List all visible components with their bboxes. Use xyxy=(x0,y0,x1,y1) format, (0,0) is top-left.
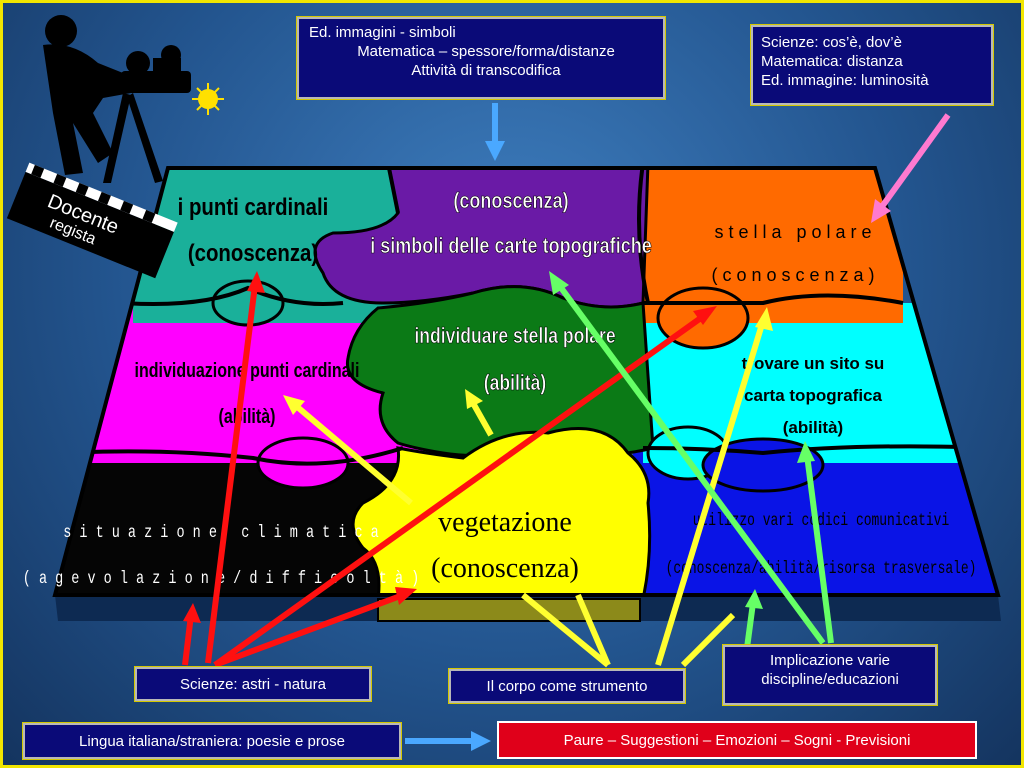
green-text-1: individuare stella polare xyxy=(414,324,615,348)
arrow-blue-bottom-head xyxy=(471,731,491,751)
top-center-line-1: Ed. immagini - simboli xyxy=(309,24,456,41)
arrow-green-1-head xyxy=(549,271,569,295)
black-text-1: s i t u a z i o n e c l i m a t i c a xyxy=(63,522,379,542)
top-center-box: Ed. immagini - simboli Matematica – spes… xyxy=(296,16,666,100)
board-olive-edge xyxy=(377,598,641,622)
arrow-yellow-2-head xyxy=(465,389,483,409)
top-right-line-3: Ed. immagine: luminosità xyxy=(761,72,929,89)
arrow-yellow-6 xyxy=(680,612,736,668)
board-outline xyxy=(52,166,1001,597)
arrow-yellow-4 xyxy=(575,593,611,667)
arrow-green-3-head xyxy=(745,589,763,609)
teal-text-2: (conoscenza) xyxy=(188,239,318,266)
top-center-line-3: Attività di transcodifica xyxy=(411,62,561,79)
director-camera-icon xyxy=(43,15,191,183)
piece-borders xyxy=(62,168,994,466)
arrow-red-4-head xyxy=(693,306,717,325)
implicazione-box: Implicazione varie discipline/educazioni xyxy=(722,644,938,706)
orange-text-1: s t e l l a p o l a r e xyxy=(714,222,871,242)
cyan-text-2: carta topografica xyxy=(744,386,882,405)
arrow-red-2-head xyxy=(183,603,201,623)
arrow-red-2 xyxy=(182,614,194,666)
paure-box: Paure – Suggestioni – Emozioni – Sogni -… xyxy=(497,721,977,759)
green-text-2: (abilità) xyxy=(484,371,547,395)
magenta-text-2: (abilità) xyxy=(219,405,276,427)
diagram-canvas: Docente regista i punti cardinali (conos… xyxy=(6,15,1001,751)
arrow-green-1 xyxy=(556,283,826,645)
scienze-box: Scienze: astri - natura xyxy=(134,666,372,702)
implicazione-line-1: Implicazione varie xyxy=(769,652,891,669)
arrow-red-1-head xyxy=(247,271,265,293)
arrow-yellow-2 xyxy=(470,401,494,437)
connector-arrows xyxy=(182,103,951,751)
arrow-green-2-head xyxy=(797,441,815,463)
arrow-blue-top-head xyxy=(485,141,505,161)
arrow-pink xyxy=(878,113,951,210)
lingua-box: Lingua italiana/straniera: poesie e pros… xyxy=(22,722,402,760)
blue-text-1: utilizzo vari codici comunicativi xyxy=(693,510,949,531)
orange-text-2: ( c o n o s c e n z a ) xyxy=(711,265,874,285)
arrow-yellow-5-head xyxy=(755,307,773,331)
arrow-red-3-head xyxy=(395,587,417,605)
top-right-box: Scienze: cos’è, dov’è Matematica: distan… xyxy=(750,24,994,106)
arrow-red-3 xyxy=(213,592,405,668)
corpo-box: Il corpo come strumento xyxy=(448,668,686,704)
arrow-yellow-1 xyxy=(293,402,413,506)
top-right-line-2: Matematica: distanza xyxy=(761,53,903,70)
clapperboard: Docente regista xyxy=(6,162,178,279)
top-center-line-2: Matematica – spessore/forma/distanze xyxy=(357,43,615,60)
cyan-text-1: trovare un sito su xyxy=(742,354,885,373)
cyan-text-3: (abilità) xyxy=(783,418,843,437)
corpo-label: Il corpo come strumento xyxy=(486,678,648,695)
purple-text-1: (conoscenza) xyxy=(453,189,568,213)
implicazione-line-2: discipline/educazioni xyxy=(761,671,899,688)
sun-light-icon xyxy=(192,83,224,115)
piece-yellow xyxy=(351,427,652,595)
arrow-green-2 xyxy=(804,454,834,644)
arrow-pink-head xyxy=(871,199,891,223)
arrow-yellow-3 xyxy=(521,592,610,668)
arrow-red-1 xyxy=(205,284,258,664)
scienze-label: Scienze: astri - natura xyxy=(180,676,326,693)
arrow-yellow-1-head xyxy=(283,395,305,415)
teal-text-1: i punti cardinali xyxy=(178,193,329,220)
lingua-label: Lingua italiana/straniera: poesie e pros… xyxy=(78,733,345,750)
paure-label: Paure – Suggestioni – Emozioni – Sogni -… xyxy=(563,732,911,749)
purple-text-2: i simboli delle carte topografiche xyxy=(370,234,652,258)
top-right-line-1: Scienze: cos’è, dov’è xyxy=(761,34,902,51)
yellow-text-1: vegetazione xyxy=(438,507,572,538)
yellow-text-2: (conoscenza) xyxy=(431,553,579,584)
